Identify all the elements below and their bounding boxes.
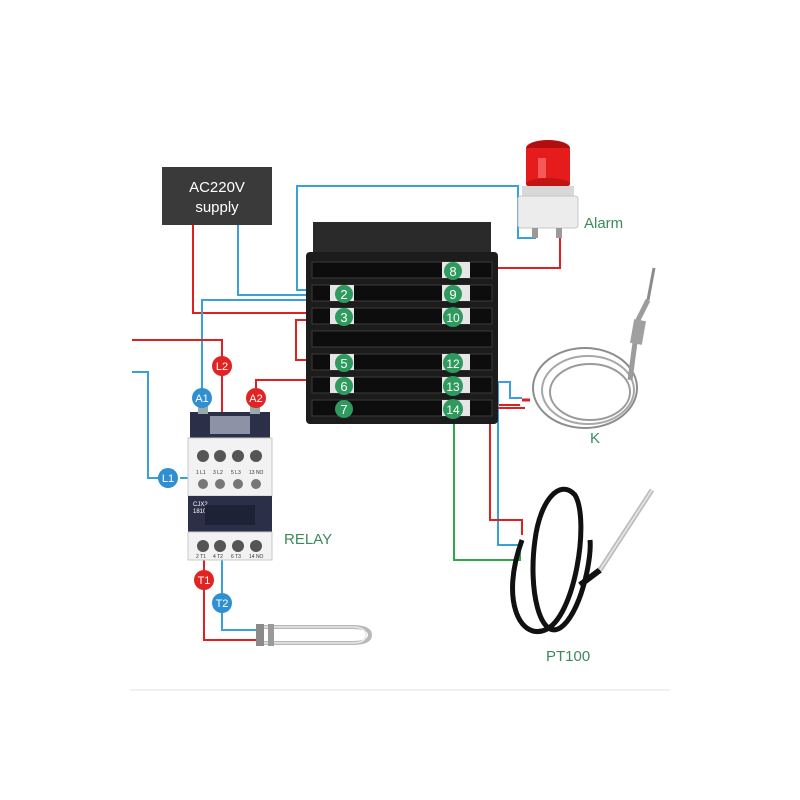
wire-supply-red (192, 225, 338, 314)
svg-text:2 T1: 2 T1 (196, 554, 206, 560)
pin-t1: T1 (194, 570, 214, 590)
svg-text:2: 2 (340, 287, 347, 302)
controller-body (306, 222, 498, 424)
svg-text:4 T2: 4 T2 (213, 554, 223, 560)
svg-text:10: 10 (446, 311, 460, 325)
terminal-2: 2 (335, 285, 353, 303)
wire-left-red (132, 339, 223, 360)
svg-text:6 T3: 6 T3 (231, 554, 241, 560)
relay-pin-badges: L2 A1 A2 L1 T1 T2 (158, 356, 266, 613)
wire-alarm-red (470, 236, 561, 269)
relay-model-line1: CJX2 (193, 502, 208, 508)
terminal-badges-left: 2 3 5 6 7 (335, 285, 353, 418)
supply-line1: AC220V (189, 179, 245, 196)
pin-a1: A1 (192, 388, 212, 408)
svg-text:13: 13 (446, 380, 460, 394)
svg-text:A2: A2 (249, 393, 262, 405)
terminal-13: 13 (443, 376, 463, 396)
k-label: K (590, 430, 600, 447)
svg-text:L2: L2 (216, 361, 228, 373)
terminal-7: 7 (335, 400, 353, 418)
svg-text:T1: T1 (198, 575, 211, 587)
wire-2-a1 (201, 299, 330, 398)
relay-bottom-marks: 2 T1 4 T2 6 T3 14 NO (196, 554, 264, 560)
wire-t1 (203, 555, 258, 641)
terminal-5: 5 (335, 354, 353, 372)
supply-box: AC220V supply (162, 167, 272, 225)
terminal-9: 9 (444, 285, 462, 303)
wire-14-pt (453, 418, 521, 561)
svg-text:6: 6 (340, 379, 347, 394)
svg-text:1 L1: 1 L1 (196, 470, 206, 476)
svg-text:5: 5 (340, 356, 347, 371)
svg-text:3 L2: 3 L2 (213, 470, 223, 476)
svg-text:L1: L1 (162, 473, 174, 485)
svg-text:3: 3 (340, 310, 347, 325)
alarm-lamp (517, 140, 579, 238)
supply-line2: supply (195, 199, 239, 216)
svg-text:8: 8 (449, 264, 456, 279)
terminal-badges-right: 8 9 10 12 13 14 (443, 262, 463, 419)
svg-text:9: 9 (449, 287, 456, 302)
wire-supply-blue (237, 225, 330, 296)
relay-label: RELAY (284, 531, 332, 548)
svg-text:A1: A1 (195, 393, 208, 405)
terminal-14: 14 (443, 399, 463, 419)
pin-l1: L1 (158, 468, 178, 488)
svg-text:5 L3: 5 L3 (231, 470, 241, 476)
pt100-label: PT100 (546, 648, 590, 665)
pt100-sensor (510, 486, 655, 634)
pin-a2: A2 (246, 388, 266, 408)
wire-t2 (221, 555, 262, 631)
svg-text:12: 12 (446, 357, 460, 371)
svg-text:T2: T2 (216, 598, 229, 610)
relay-model-line2: 1810 (193, 509, 207, 515)
terminal-12: 12 (443, 353, 463, 373)
terminal-10: 10 (443, 307, 463, 327)
svg-text:13 NO: 13 NO (249, 470, 264, 476)
svg-text:14: 14 (446, 403, 460, 417)
relay-contactor: 1 L1 3 L2 5 L3 13 NO CJX2 1810 2 T1 4 T2… (187, 402, 273, 561)
pin-t2: T2 (212, 593, 232, 613)
terminal-6: 6 (335, 377, 353, 395)
wire-left-blue (132, 371, 165, 479)
k-thermocouple (522, 267, 656, 429)
relay-top-marks: 1 L1 3 L2 5 L3 13 NO (196, 470, 264, 476)
svg-text:14 NO: 14 NO (249, 554, 264, 560)
terminal-8: 8 (444, 262, 462, 280)
svg-text:7: 7 (340, 402, 347, 417)
pin-l2: L2 (212, 356, 232, 376)
terminal-3: 3 (335, 308, 353, 326)
heater-element (256, 624, 373, 646)
alarm-label: Alarm (584, 215, 623, 232)
